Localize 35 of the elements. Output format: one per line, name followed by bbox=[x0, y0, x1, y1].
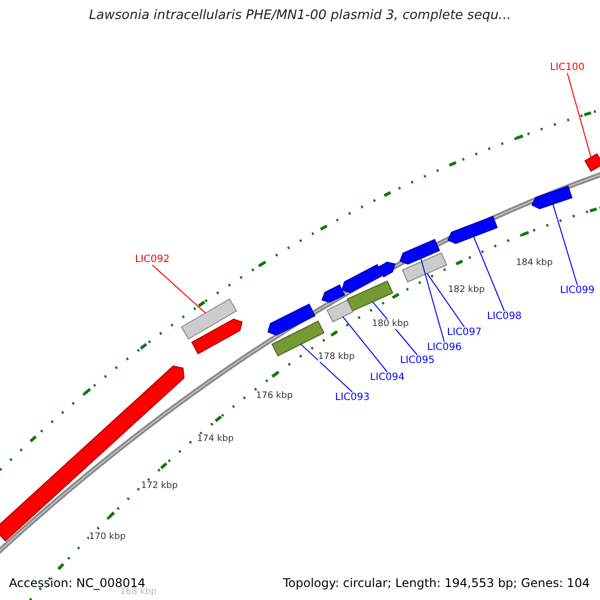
topology-text: Topology: circular; Length: 194,553 bp; Genes: 104 bbox=[283, 576, 590, 590]
gene-label: LIC099 bbox=[560, 285, 595, 296]
gene-feature bbox=[531, 186, 573, 210]
gene-label: LIC100 bbox=[550, 62, 585, 73]
gene-label: LIC097 bbox=[447, 327, 482, 338]
gene-label: LIC096 bbox=[427, 342, 462, 353]
gene-label: LIC094 bbox=[370, 372, 405, 383]
scale-label: 180 kbp bbox=[372, 319, 409, 329]
leader-line bbox=[300, 344, 353, 392]
gene-label: LIC092 bbox=[135, 254, 170, 265]
leader-line bbox=[426, 272, 465, 328]
gene-feature bbox=[399, 238, 440, 265]
scale-label: 182 kbp bbox=[448, 285, 485, 295]
gene-feature bbox=[402, 252, 448, 283]
scale-label: 184 kbp bbox=[516, 258, 553, 268]
leader-line bbox=[552, 204, 578, 286]
gene-label: LIC093 bbox=[335, 392, 370, 403]
leader-line bbox=[420, 258, 445, 342]
gene-feature bbox=[326, 300, 354, 322]
gene-feature bbox=[584, 153, 600, 172]
scale-label: 174 kbp bbox=[197, 434, 234, 444]
leader-line bbox=[566, 72, 592, 158]
leader-line bbox=[152, 264, 206, 314]
gene-label: LIC095 bbox=[400, 355, 435, 366]
scale-label: 170 kbp bbox=[89, 532, 126, 542]
gene-feature bbox=[447, 216, 498, 244]
scale-label: 176 kbp bbox=[256, 391, 293, 401]
map-title: Lawsonia intracellularis PHE/MN1-00 plasmid 3, complete sequ... bbox=[88, 8, 512, 23]
gene-feature bbox=[180, 298, 238, 340]
gene-feature bbox=[346, 280, 394, 312]
leader-line bbox=[342, 316, 388, 372]
leader-line bbox=[473, 236, 505, 312]
scale-label: 172 kbp bbox=[141, 481, 178, 491]
gene-label: LIC098 bbox=[487, 311, 522, 322]
scale-label: 178 kbp bbox=[318, 352, 355, 362]
